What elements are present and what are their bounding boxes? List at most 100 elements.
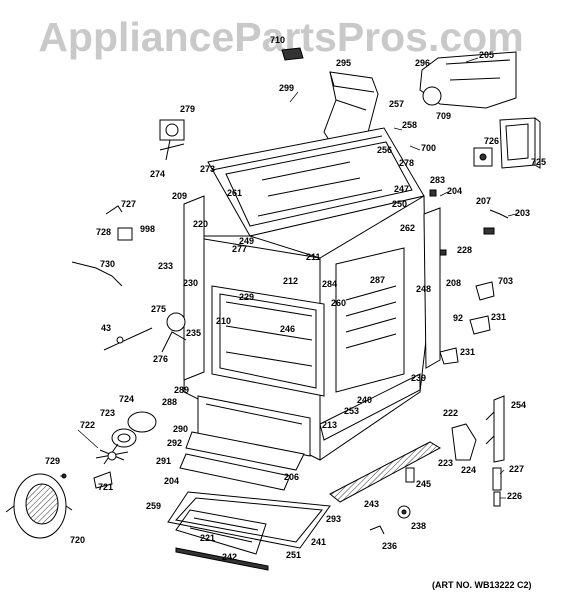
part-label-291: 291 bbox=[156, 456, 171, 466]
part-730-wire bbox=[71, 261, 123, 287]
part-label-247: 247 bbox=[394, 184, 409, 194]
part-721-burner-base bbox=[93, 471, 113, 489]
part-label-254: 254 bbox=[511, 400, 526, 410]
part-238-knob bbox=[397, 505, 411, 519]
part-239-front-frame bbox=[319, 373, 421, 441]
part-231-leveling-leg bbox=[439, 315, 491, 365]
part-label-43: 43 bbox=[101, 323, 111, 333]
part-label-703: 703 bbox=[498, 276, 513, 286]
part-label-292: 292 bbox=[167, 438, 182, 448]
part-label-289: 289 bbox=[174, 385, 189, 395]
part-label-256: 256 bbox=[377, 145, 392, 155]
part-275-cover bbox=[166, 312, 186, 332]
part-726-valve bbox=[473, 147, 493, 167]
part-label-283: 283 bbox=[430, 175, 445, 185]
part-724-burner-cap bbox=[127, 411, 157, 433]
part-label-288: 288 bbox=[162, 397, 177, 407]
part-label-206: 206 bbox=[284, 472, 299, 482]
part-label-221: 221 bbox=[200, 533, 215, 543]
broiler-drawer bbox=[179, 395, 311, 491]
part-label-248: 248 bbox=[416, 284, 431, 294]
part-label-245: 245 bbox=[416, 479, 431, 489]
part-label-222: 222 bbox=[443, 408, 458, 418]
part-label-205: 205 bbox=[479, 50, 494, 60]
part-label-229: 229 bbox=[239, 292, 254, 302]
part-228-screw bbox=[439, 249, 447, 256]
part-727-clip bbox=[105, 205, 123, 215]
part-227-valve bbox=[492, 467, 502, 507]
part-label-204b: 204 bbox=[164, 476, 179, 486]
part-242-rail bbox=[175, 547, 269, 571]
part-label-276: 276 bbox=[153, 354, 168, 364]
part-label-241: 241 bbox=[311, 537, 326, 547]
part-222-hinge bbox=[451, 423, 477, 461]
oven-cavity bbox=[211, 285, 325, 397]
part-label-275: 275 bbox=[151, 304, 166, 314]
part-label-226: 226 bbox=[507, 491, 522, 501]
part-label-720: 720 bbox=[70, 535, 85, 545]
part-279-valve bbox=[159, 119, 185, 161]
part-245-igniter bbox=[405, 467, 415, 483]
part-label-207: 207 bbox=[476, 196, 491, 206]
part-label-274: 274 bbox=[150, 169, 165, 179]
part-label-293: 293 bbox=[326, 514, 341, 524]
part-703-bracket bbox=[475, 281, 495, 301]
part-label-257: 257 bbox=[389, 99, 404, 109]
part-label-273: 273 bbox=[200, 164, 215, 174]
part-725-box bbox=[499, 117, 541, 169]
part-label-209: 209 bbox=[172, 191, 187, 201]
part-label-290: 290 bbox=[173, 424, 188, 434]
part-203-207-cord bbox=[483, 209, 509, 235]
part-208-rail bbox=[423, 207, 441, 369]
part-label-721: 721 bbox=[98, 482, 113, 492]
part-276-tube bbox=[161, 331, 187, 353]
part-label-728: 728 bbox=[96, 227, 111, 237]
part-label-224: 224 bbox=[461, 465, 476, 475]
part-label-729: 729 bbox=[45, 456, 60, 466]
part-label-261: 261 bbox=[227, 188, 242, 198]
part-label-998: 998 bbox=[140, 224, 155, 234]
part-label-710: 710 bbox=[270, 35, 285, 45]
part-221-burner bbox=[175, 509, 267, 555]
part-label-239: 239 bbox=[411, 373, 426, 383]
part-label-249: 249 bbox=[239, 236, 254, 246]
part-label-236: 236 bbox=[382, 541, 397, 551]
part-label-284: 284 bbox=[322, 279, 337, 289]
range-top-frame bbox=[207, 127, 425, 237]
part-728-998-switch bbox=[117, 227, 133, 241]
part-label-204a: 204 bbox=[447, 186, 462, 196]
part-236-clip bbox=[369, 525, 385, 535]
part-label-210: 210 bbox=[216, 316, 231, 326]
right-side-panel bbox=[335, 247, 405, 393]
part-296-205-panels bbox=[419, 51, 517, 109]
part-label-259: 259 bbox=[146, 501, 161, 511]
part-label-725: 725 bbox=[531, 157, 546, 167]
part-label-727: 727 bbox=[121, 199, 136, 209]
part-label-299: 299 bbox=[279, 83, 294, 93]
part-label-722: 722 bbox=[80, 420, 95, 430]
part-label-250: 250 bbox=[392, 199, 407, 209]
part-label-243: 243 bbox=[364, 499, 379, 509]
part-label-700: 700 bbox=[421, 143, 436, 153]
part-label-220: 220 bbox=[193, 219, 208, 229]
part-label-295: 295 bbox=[336, 58, 351, 68]
part-label-246: 246 bbox=[280, 324, 295, 334]
part-label-235: 235 bbox=[186, 328, 201, 338]
part-label-231a: 231 bbox=[491, 312, 506, 322]
part-43-thermostat bbox=[103, 327, 153, 351]
part-723-burner-head bbox=[111, 428, 137, 448]
part-label-233: 233 bbox=[158, 261, 173, 271]
part-label-709: 709 bbox=[436, 111, 451, 121]
part-283-204-screws bbox=[429, 189, 437, 197]
part-label-230: 230 bbox=[183, 278, 198, 288]
art-number: (ART NO. WB13222 C2) bbox=[432, 580, 532, 590]
part-293-bottom-tray bbox=[167, 491, 331, 549]
part-label-730: 730 bbox=[100, 259, 115, 269]
part-label-211: 211 bbox=[306, 252, 321, 262]
part-label-213: 213 bbox=[322, 420, 337, 430]
part-label-208: 208 bbox=[446, 278, 461, 288]
part-720-burner-pan bbox=[5, 473, 73, 539]
